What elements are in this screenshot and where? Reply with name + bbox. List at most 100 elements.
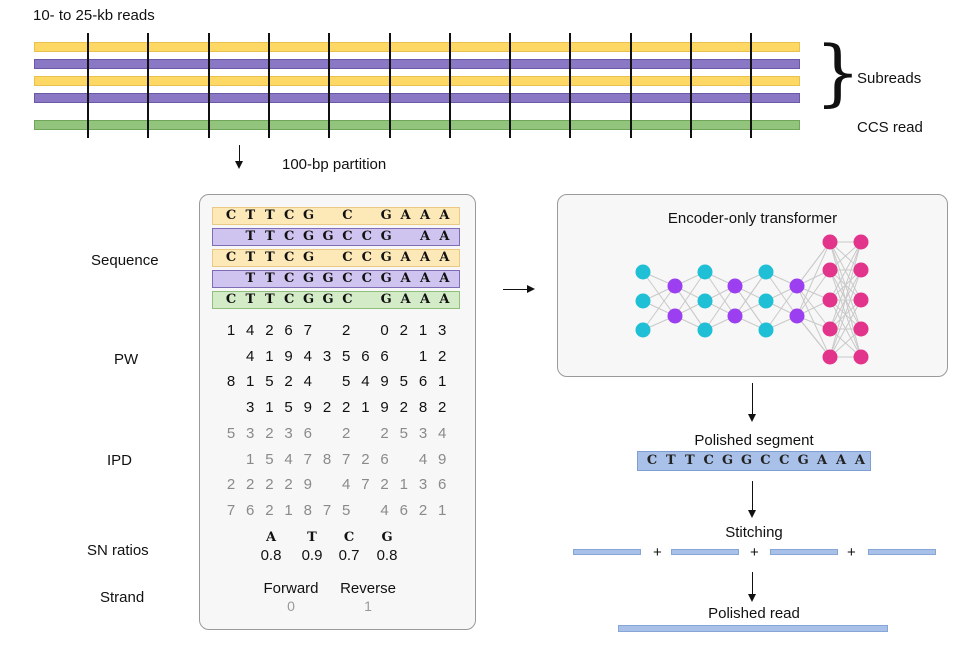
model-output-arrow-icon (748, 383, 756, 422)
ipd-value: 2 (265, 501, 274, 519)
base: G (303, 229, 315, 244)
pw-value: 1 (438, 373, 447, 390)
base: A (439, 208, 450, 223)
pw-value: 1 (265, 398, 274, 416)
ipd-value: 2 (361, 450, 370, 468)
base: A (400, 292, 411, 307)
ipd-value: 7 (361, 476, 370, 493)
pw-value: 1 (265, 347, 274, 365)
base: C (361, 250, 372, 265)
ipd-value: 7 (303, 450, 312, 468)
polished-read-label: Polished read (708, 605, 800, 622)
encoder-input-node (758, 293, 774, 309)
partition-label: 100-bp partition (282, 156, 387, 173)
sn-ratio-value: 0.9 (301, 547, 323, 564)
ipd-value: 9 (303, 476, 312, 493)
subreads-label: Subreads (857, 70, 922, 87)
polished-base: A (854, 453, 865, 468)
pw-value: 3 (322, 347, 332, 365)
sn-ratio-value: 0.7 (338, 547, 360, 564)
pw-value: 9 (303, 398, 312, 416)
output-layer-node (822, 349, 838, 365)
ipd-value: 3 (418, 425, 428, 442)
nn-edge (796, 285, 831, 358)
pw-value: 4 (246, 322, 255, 339)
base: C (225, 208, 237, 223)
nn-edge (829, 241, 862, 330)
pw-value: 2 (438, 347, 447, 365)
pw-value: 2 (265, 322, 274, 339)
transformer-panel (557, 194, 948, 377)
pw-value: 4 (361, 373, 370, 390)
pw-value: 8 (418, 398, 428, 416)
stitch-segment (868, 549, 936, 555)
output-layer-node (822, 292, 838, 308)
encoder-hidden-node (667, 308, 683, 324)
base: A (419, 250, 431, 265)
ipd-value: 5 (226, 425, 236, 442)
pw-value: 1 (246, 373, 255, 390)
ipd-value: 2 (380, 476, 389, 493)
base: T (264, 292, 275, 307)
base: C (284, 271, 295, 286)
pw-value: 9 (380, 398, 389, 416)
base: C (361, 271, 372, 286)
ipd-value: 3 (418, 476, 428, 493)
output-layer-node (853, 292, 869, 308)
base: G (303, 271, 315, 286)
pw-value: 5 (265, 373, 274, 390)
partition-boundary (690, 33, 692, 138)
ipd-value: 4 (380, 501, 389, 519)
ccs-read-label: CCS read (857, 119, 923, 136)
pw-value: 5 (342, 347, 351, 365)
output-layer-node (822, 262, 838, 278)
base: A (419, 271, 431, 286)
ipd-value: 6 (246, 501, 255, 519)
ipd-value: 7 (322, 501, 332, 519)
partition-arrow-icon (235, 145, 243, 169)
base: G (380, 208, 392, 223)
output-layer-node (822, 234, 838, 250)
output-layer-node (853, 349, 869, 365)
base: A (400, 271, 411, 286)
nn-edge (829, 241, 862, 301)
base: G (303, 292, 315, 307)
base: A (419, 229, 431, 244)
sn-base-label: G (381, 530, 393, 545)
base: G (322, 292, 334, 307)
polished-base: C (703, 453, 714, 468)
strand-option-label: Reverse (340, 580, 396, 597)
neural-network-diagram (635, 234, 869, 365)
pw-value: 6 (418, 373, 428, 390)
ipd-value: 6 (380, 450, 389, 468)
encoder-hidden-node (727, 278, 743, 294)
partition-boundary (509, 33, 512, 138)
pw-value: 1 (361, 398, 370, 416)
encoder-input-node (758, 264, 774, 280)
base: C (284, 292, 295, 307)
pw-value: 9 (380, 373, 389, 390)
base: C (342, 229, 353, 244)
strand-label: Strand (100, 589, 145, 606)
encoder-input-node (697, 293, 713, 309)
polished-base: T (684, 453, 695, 468)
ipd-value: 5 (342, 501, 351, 519)
stitching-arrow-icon (748, 481, 756, 518)
pw-value: 8 (226, 373, 236, 390)
base: G (303, 250, 315, 265)
base: C (225, 292, 237, 307)
nn-edge (796, 269, 831, 317)
pw-value: 4 (246, 347, 255, 365)
encoder-input-node (635, 293, 651, 309)
pw-value: 6 (361, 347, 370, 365)
polished-read-bar (618, 625, 888, 632)
base: G (380, 229, 392, 244)
nn-edge (796, 241, 831, 317)
pw-value: 1 (418, 322, 428, 339)
base: A (400, 208, 411, 223)
plus-sign: + (847, 544, 856, 561)
stitch-segment (671, 549, 739, 555)
pw-label: PW (114, 351, 139, 368)
partition-boundary (448, 33, 451, 138)
